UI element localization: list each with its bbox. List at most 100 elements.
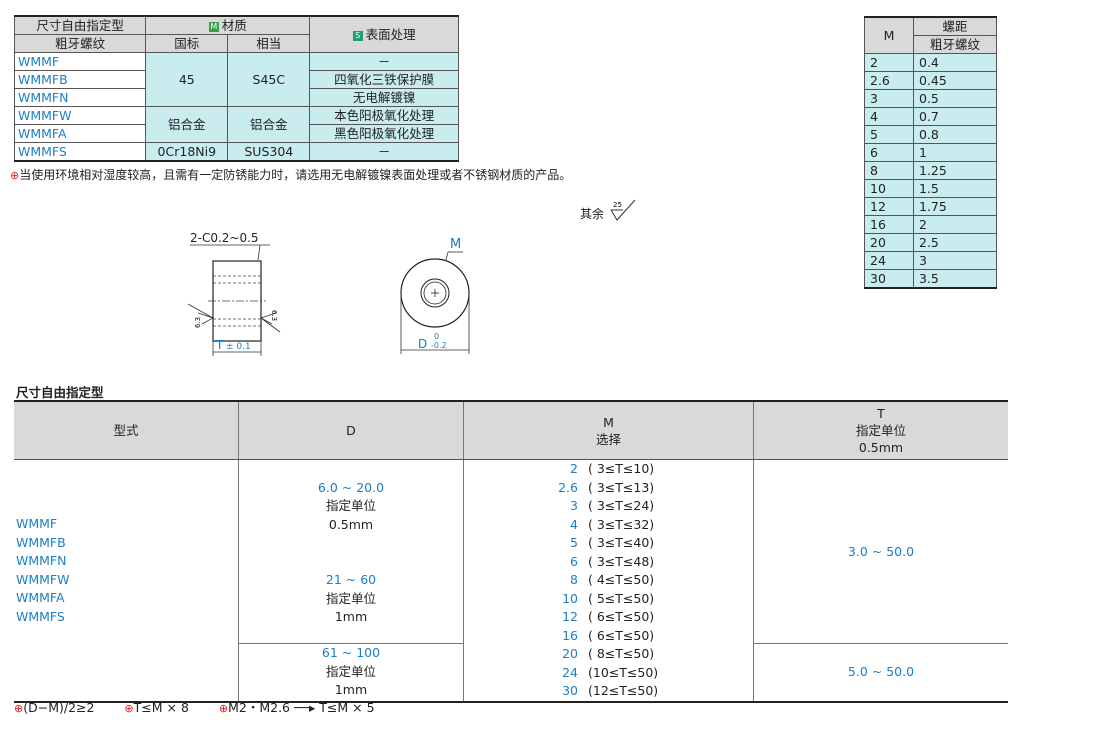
t-tol: ± 0.1: [226, 342, 251, 352]
m-value: 6: [570, 553, 578, 569]
roughness-note: 其余: [580, 205, 604, 222]
d-group-1-2: 6.0 ~ 20.0 指定单位 0.5mm 21 ~ 60 指定单位 1mm: [239, 460, 463, 644]
m-option-row: 4( 3≤T≤32): [544, 516, 753, 535]
d-tol-top: 0: [434, 332, 439, 341]
m-value: 5: [570, 535, 578, 550]
pitch-value: 1.75: [913, 197, 997, 216]
m-option-row: 16 ( 6≤T≤50): [544, 627, 753, 646]
gb-sus: 0Cr18Ni9: [145, 142, 229, 162]
pitch-value: 1: [913, 143, 997, 162]
m-option-row: 8( 4≤T≤50): [544, 571, 753, 590]
m-option-row: 5( 3≤T≤40): [544, 534, 753, 553]
col-type-bottom: 粗牙螺纹: [13, 34, 147, 53]
m-option-row: 2( 3≤T≤10): [544, 460, 753, 479]
d1-unit: 指定单位: [325, 498, 376, 513]
pitch-m: 6: [864, 143, 914, 162]
pitch-m: 30: [864, 269, 914, 289]
footer-note-3: M2・M2.6 ──▸ T≤M × 5: [228, 700, 375, 715]
m-condition: ( 5≤T≤50): [588, 590, 655, 606]
d-dim-label: D: [418, 337, 427, 351]
surface-1: －: [309, 52, 459, 71]
type-wmmfw: WMMFW: [13, 106, 147, 125]
col-eq: 相当: [227, 34, 311, 53]
h-t-step: 0.5mm: [858, 440, 904, 455]
d-group-3: 61 ~ 100 指定单位 1mm: [239, 644, 463, 700]
rough-left: 6.3: [194, 317, 202, 328]
section-title: 尺寸自由指定型: [16, 385, 104, 400]
m-value: 20: [562, 646, 578, 661]
warning-icon: ⊕: [124, 702, 134, 715]
col-type-top: 尺寸自由指定型: [13, 15, 147, 35]
m-cell: 2( 3≤T≤10)2.6( 3≤T≤13)3( 3≤T≤24)4( 3≤T≤3…: [463, 459, 754, 703]
m-value: 3: [570, 498, 578, 513]
col-gb: 国标: [145, 34, 229, 53]
m-condition: ( 6≤T≤50): [588, 627, 655, 643]
pitch-value: 0.7: [913, 107, 997, 126]
gb-al: 铝合金: [145, 106, 229, 143]
m-value: 16: [562, 627, 578, 643]
warning-icon: ⊕: [14, 702, 24, 715]
m-value: 30: [562, 683, 578, 698]
m-condition: ( 8≤T≤50): [588, 646, 655, 661]
pitch-value: 0.5: [913, 89, 997, 108]
surface-4: 本色阳极氧化处理: [309, 106, 459, 125]
t2-range: 5.0 ~ 50.0: [847, 664, 915, 679]
pitch-value: 0.45: [913, 71, 997, 90]
pitch-m: 10: [864, 179, 914, 198]
m-option-row: 30(12≤T≤50): [544, 682, 753, 701]
m-value: 2.6: [558, 479, 578, 495]
m-value: 12: [562, 609, 578, 624]
pitch-m: 5: [864, 125, 914, 144]
pitch-m: 8: [864, 161, 914, 180]
t-dim-label: T: [215, 338, 224, 352]
type-cell: WMMF WMMFB WMMFN WMMFW WMMFA WMMFS: [14, 459, 239, 703]
surface-badge-icon: S: [352, 30, 363, 41]
pitch-value: 3: [913, 251, 997, 270]
pitch-col-bottom: 粗牙螺纹: [913, 35, 997, 54]
pitch-m: 16: [864, 215, 914, 234]
pitch-m: 2: [864, 53, 914, 72]
m-condition: ( 3≤T≤48): [588, 553, 655, 569]
m-option-row: 3( 3≤T≤24): [544, 497, 753, 516]
main-type-wmmf: WMMF: [16, 516, 58, 531]
main-type-wmmfw: WMMFW: [16, 571, 70, 587]
type-wmmfa: WMMFA: [13, 124, 147, 143]
pitch-col-top: 螺距: [913, 16, 997, 36]
warning-icon: ⊕: [10, 169, 20, 182]
d2-unit: 指定单位: [325, 590, 376, 606]
d-cell: 6.0 ~ 20.0 指定单位 0.5mm 21 ~ 60 指定单位 1mm 6…: [238, 459, 464, 703]
type-wmmfs: WMMFS: [13, 142, 147, 162]
pitch-col-m: M: [864, 16, 914, 54]
side-view-drawing: 2-C0.2~0.5 6.3 6.3 T ± 0.1: [187, 231, 281, 356]
m-condition: (10≤T≤50): [588, 664, 659, 680]
m-option-row: 2.6( 3≤T≤13): [544, 479, 753, 498]
surface-2: 四氧化三铁保护膜: [309, 70, 459, 89]
pitch-value: 2.5: [913, 233, 997, 252]
d1-range: 6.0 ~ 20.0: [317, 479, 385, 495]
m-value: 8: [570, 572, 578, 587]
h-m-select: 选择: [595, 431, 621, 447]
roughness-symbol-icon: 25: [610, 199, 636, 221]
t-cell: 3.0 ~ 50.0 5.0 ~ 50.0: [753, 459, 1008, 703]
m-condition: ( 6≤T≤50): [588, 609, 655, 624]
h-t-unit: 指定单位: [855, 423, 906, 438]
m-option-row: 6 ( 3≤T≤48): [544, 553, 753, 572]
pitch-m: 3: [864, 89, 914, 108]
warning-icon: ⊕: [218, 702, 229, 715]
h-t-label: T: [877, 406, 885, 421]
pitch-m: 12: [864, 197, 914, 216]
h-type: 型式: [14, 400, 239, 460]
m-label: M: [450, 237, 461, 252]
t-group-1: 3.0 ~ 50.0: [754, 460, 1008, 644]
m-value: 24: [562, 664, 578, 680]
h-m-label: M: [603, 414, 614, 430]
